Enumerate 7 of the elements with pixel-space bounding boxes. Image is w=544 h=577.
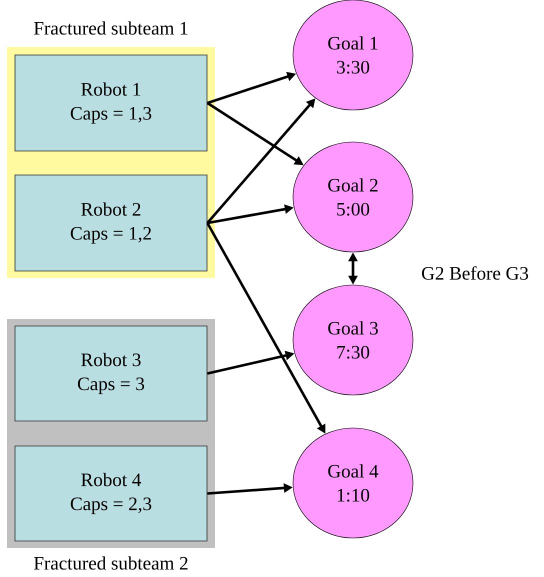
robot-box: Robot 3 Caps = 3	[14, 326, 208, 422]
node-label: Fractured subteam 2	[34, 556, 188, 570]
robot-box: Robot 2 Caps = 1,2	[14, 174, 208, 272]
edge-label: G2 Before G3	[420, 265, 530, 281]
robot-box: Robot 1 Caps = 1,3	[14, 54, 208, 152]
robot-box: Robot 4 Caps = 2,3	[14, 446, 208, 542]
node-label: Fractured subteam 1	[34, 21, 188, 35]
